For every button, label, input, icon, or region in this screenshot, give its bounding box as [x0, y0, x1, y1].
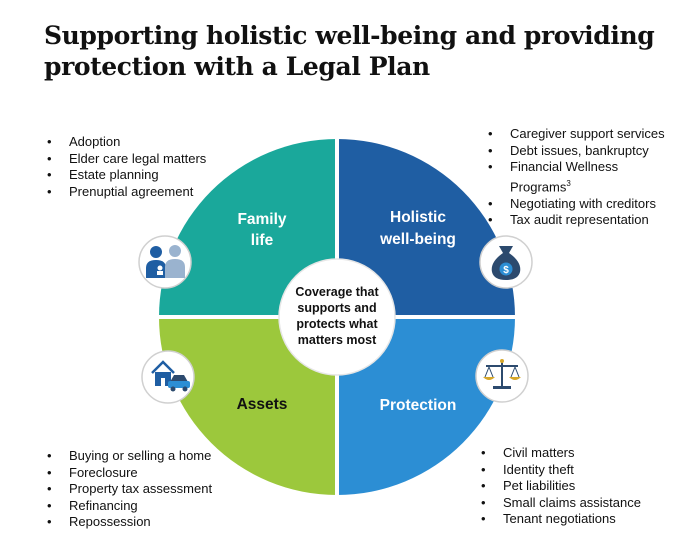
- list-item: Negotiating with creditors: [488, 196, 665, 213]
- title-line-2: protection with a Legal Plan: [44, 52, 430, 81]
- list-item: Estate planning: [47, 167, 206, 184]
- list-item: Caregiver support services: [488, 126, 665, 143]
- list-item-text: Financial Wellness: [510, 159, 619, 175]
- center-line-3: protects what: [296, 317, 378, 331]
- quadrant-wellbeing: [337, 139, 515, 317]
- house-car-icon: [141, 350, 195, 404]
- assets-list: Buying or selling a home Foreclosure Pro…: [47, 448, 212, 531]
- list-item: Identity theft: [481, 462, 641, 479]
- list-item: Pet liabilities: [481, 478, 641, 495]
- quadrant-family: [159, 139, 337, 317]
- list-item-continuation: Programs: [510, 179, 567, 195]
- list-item: Tenant negotiations: [481, 511, 641, 528]
- family-icon: [138, 235, 192, 289]
- list-item: Elder care legal matters: [47, 151, 206, 168]
- list-item: Repossession: [47, 514, 212, 531]
- page-title: Supporting holistic well-being and provi…: [44, 20, 684, 82]
- footnote-marker: 3: [566, 178, 571, 188]
- list-item: Property tax assessment: [47, 481, 212, 498]
- list-item: Foreclosure: [47, 465, 212, 482]
- wellbeing-list: Caregiver support services Debt issues, …: [488, 126, 665, 229]
- list-item: Tax audit representation: [488, 212, 665, 229]
- family-label-2: life: [251, 232, 274, 249]
- quadrant-assets: [159, 317, 337, 495]
- money-bag-icon: $: [479, 235, 533, 289]
- list-item: Adoption: [47, 134, 206, 151]
- wellbeing-label-2: well-being: [379, 231, 456, 248]
- center-circle: [278, 258, 396, 376]
- wellbeing-label-1: Holistic: [390, 209, 446, 226]
- list-item: Debt issues, bankruptcy: [488, 143, 665, 160]
- title-line-1: Supporting holistic well-being and provi…: [44, 21, 655, 50]
- protection-label: Protection: [380, 397, 457, 414]
- family-list: Adoption Elder care legal matters Estate…: [47, 134, 206, 200]
- list-item: Small claims assistance: [481, 495, 641, 512]
- list-item: Prenuptial agreement: [47, 184, 206, 201]
- list-item: Civil matters: [481, 445, 641, 462]
- center-line-4: matters most: [298, 333, 377, 347]
- family-label-1: Family: [237, 211, 286, 228]
- list-item: Buying or selling a home: [47, 448, 212, 465]
- assets-label: Assets: [237, 396, 288, 413]
- center-line-1: Coverage that: [295, 285, 379, 299]
- protection-list: Civil matters Identity theft Pet liabili…: [481, 445, 641, 528]
- svg-text:$: $: [503, 265, 509, 276]
- quadrant-protection: [337, 317, 515, 495]
- center-line-2: supports and: [297, 301, 376, 315]
- list-item: Refinancing: [47, 498, 212, 515]
- scales-icon: [475, 349, 529, 403]
